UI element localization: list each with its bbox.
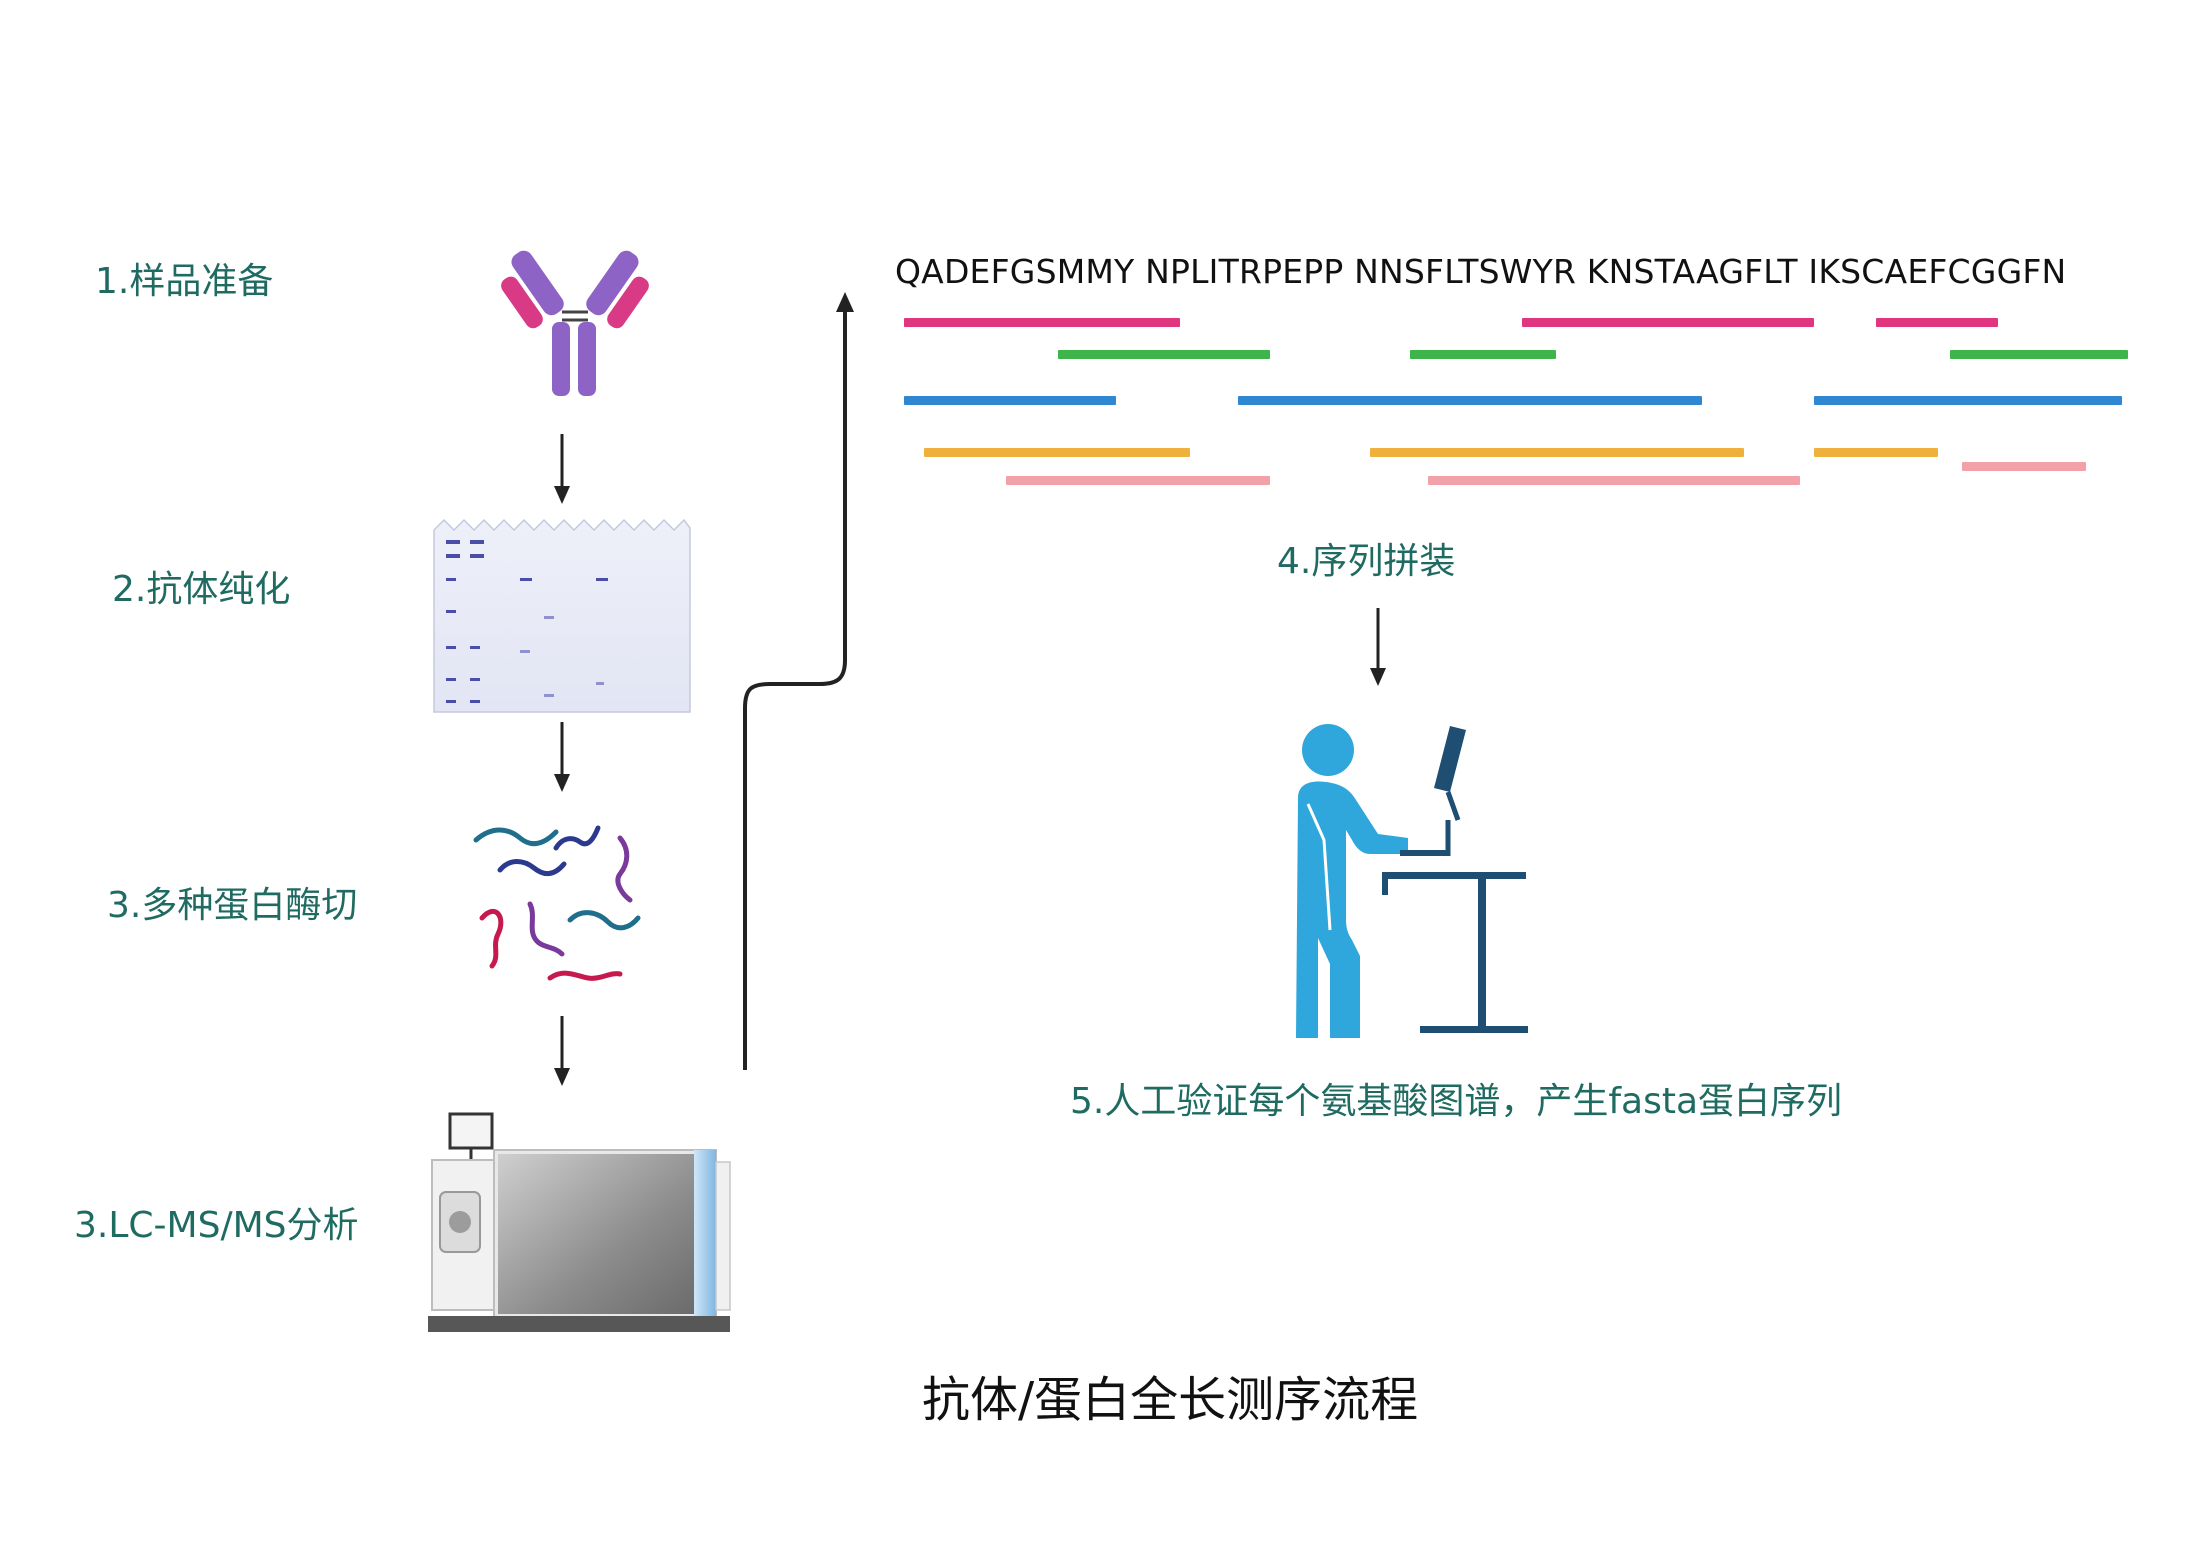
mass-spectrometer-icon <box>428 1112 731 1332</box>
step-1-label: 1.样品准备 <box>95 261 274 302</box>
scientist-workstation-icon <box>1296 724 1528 1038</box>
peptide-bar <box>1522 318 1814 327</box>
peptide-fragments-icon <box>473 825 641 981</box>
peptide-bar <box>1814 396 2122 405</box>
connector-arrow-icon <box>743 292 854 1070</box>
antibody-icon <box>501 250 649 396</box>
peptide-bar <box>1238 396 1702 405</box>
arrow-down-icon <box>554 1016 570 1086</box>
arrow-down-icon <box>554 722 570 792</box>
peptide-bar <box>904 318 1180 327</box>
step-2-label: 2.抗体纯化 <box>112 569 291 610</box>
peptide-bar <box>1006 476 1270 485</box>
peptide-bar <box>1814 448 1938 457</box>
gel-icon <box>433 518 691 713</box>
diagram-title: 抗体/蛋白全长测序流程 <box>922 1372 1419 1428</box>
protein-sequence: QADEFGSMMY NPLITRPEPP NNSFLTSWYR KNSTAAG… <box>895 252 2067 291</box>
peptide-bar <box>1058 350 1270 359</box>
peptide-bar <box>924 448 1190 457</box>
arrow-down-icon <box>554 434 570 504</box>
step-4-label: 3.LC-MS/MS分析 <box>74 1205 359 1246</box>
peptide-bar <box>1876 318 1998 327</box>
peptide-bar <box>1950 350 2128 359</box>
peptide-bar <box>1428 476 1800 485</box>
peptide-bar <box>1410 350 1556 359</box>
peptide-bar <box>1370 448 1744 457</box>
step-6-label: 5.人工验证每个氨基酸图谱，产生fasta蛋白序列 <box>1070 1081 1843 1122</box>
step-3-label: 3.多种蛋白酶切 <box>107 885 358 926</box>
peptide-bar <box>1962 462 2086 471</box>
arrow-down-icon <box>1370 608 1386 686</box>
peptide-bar <box>904 396 1116 405</box>
step-5-label: 4.序列拼装 <box>1277 541 1456 582</box>
